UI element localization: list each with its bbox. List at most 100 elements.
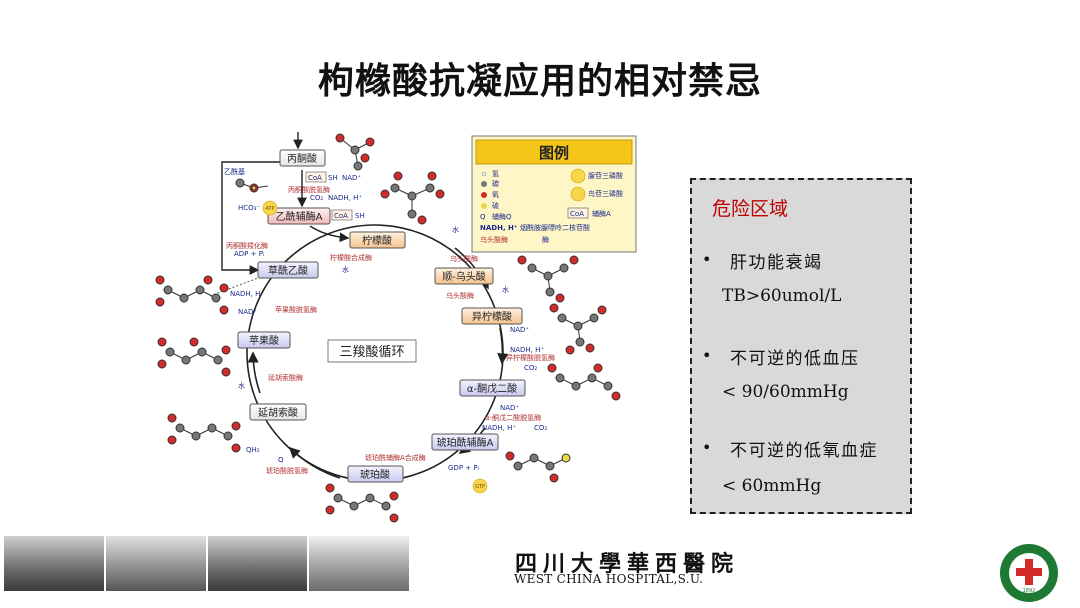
footer-photo-strip bbox=[4, 536, 409, 591]
node-succinyl-coa: 琥珀酰辅酶A bbox=[431, 433, 499, 451]
label-water-4: 水 bbox=[238, 381, 245, 390]
label-atp: ATP bbox=[265, 206, 274, 212]
label-pyruvate: 丙酮酸 bbox=[287, 152, 317, 165]
enzyme-fumarase: 延胡索酸酶 bbox=[268, 373, 303, 382]
node-alpha-kg: α-酮戊二酸 bbox=[459, 379, 526, 397]
legend-coa: 辅酶A bbox=[592, 209, 611, 218]
label-nad-3: NAD⁺ bbox=[500, 404, 519, 412]
bullet-1: • bbox=[702, 250, 712, 269]
label-citrate: 柠檬酸 bbox=[362, 234, 392, 247]
node-pyruvate: 丙酮酸 bbox=[279, 149, 326, 167]
danger-zone-title: 危险区域 bbox=[712, 198, 789, 220]
hospital-name-cn: 四川大學華西醫院 bbox=[515, 551, 740, 577]
label-nad-2: NAD⁺ bbox=[510, 326, 529, 334]
legend-h: 氢 bbox=[492, 169, 499, 178]
enzyme-aconitase-2: 乌头酸酶 bbox=[446, 291, 474, 300]
node-oxaloacetate: 草酰乙酸 bbox=[257, 261, 319, 279]
label-nad-1: NAD⁺ bbox=[342, 174, 361, 182]
label-acetyl-group: 乙酰基 bbox=[224, 167, 245, 176]
label-water-3: 水 bbox=[342, 265, 349, 274]
label-nadh-4: NADH, H⁺ bbox=[230, 290, 264, 298]
label-nadh-3: NADH, H⁺ bbox=[482, 424, 516, 432]
label-sh-2: SH bbox=[355, 212, 365, 220]
molecule-alpha-kg-icon bbox=[547, 363, 621, 401]
molecule-succinyl-coa-icon bbox=[505, 451, 571, 483]
enzyme-scs: 琥珀酰辅酶A合成酶 bbox=[365, 453, 426, 462]
enzyme-akgdh: α-酮戊二酸脱氢酶 bbox=[485, 413, 541, 422]
label-water-1: 水 bbox=[452, 225, 459, 234]
dotted-guide bbox=[209, 277, 259, 297]
hospital-logo-icon: 1892 bbox=[1000, 544, 1058, 602]
label-cycle-name: 三羧酸循环 bbox=[339, 344, 404, 360]
label-qh2: QH₂ bbox=[246, 446, 260, 454]
campus-photo-3 bbox=[207, 536, 308, 591]
cycle-arrow-4 bbox=[288, 446, 341, 479]
enzyme-idh: 异柠檬酸脱氢酶 bbox=[506, 353, 555, 362]
node-succinate: 琥珀酸 bbox=[347, 465, 404, 483]
cycle-arrow-5 bbox=[247, 351, 261, 394]
label-coa-1: CoA bbox=[308, 174, 322, 182]
legend-enzyme-example: 乌头酸酶 bbox=[480, 235, 508, 244]
label-succinyl-coa: 琥珀酰辅酶A bbox=[437, 436, 494, 449]
campus-photo-2 bbox=[105, 536, 206, 591]
campus-photo-1 bbox=[4, 536, 104, 591]
legend-title: 图例 bbox=[539, 144, 569, 162]
logo-year: 1892 bbox=[1023, 588, 1036, 594]
node-citrate: 柠檬酸 bbox=[349, 231, 406, 249]
pyruvate-carboxylase-path bbox=[221, 161, 290, 275]
legend-nadh-symbol: NADH, H⁺ bbox=[480, 224, 518, 232]
danger-item-hypotension-detail: < 90/60mmHg bbox=[722, 382, 849, 402]
cycle-arrow-1 bbox=[454, 247, 489, 290]
campus-photo-4 bbox=[309, 536, 409, 591]
label-nadh-2: NADH, H⁺ bbox=[510, 346, 544, 354]
atp-icon bbox=[262, 200, 278, 216]
label-co2-3: CO₂ bbox=[534, 424, 547, 432]
legend-c: 碳 bbox=[492, 179, 499, 188]
label-malate: 苹果酸 bbox=[249, 334, 279, 347]
label-adp-pi: ADP + Pᵢ bbox=[234, 250, 264, 258]
legend-nadh: 烟酰胺腺嘌呤二核苷酸 bbox=[520, 223, 590, 232]
molecule-malate-icon bbox=[157, 337, 231, 377]
label-nadh-1: NADH, H⁺ bbox=[328, 194, 362, 202]
molecule-succinate-icon bbox=[325, 483, 399, 523]
enzyme-pc: 丙酮酸羧化酶 bbox=[226, 241, 268, 250]
bullet-3: • bbox=[702, 438, 712, 457]
label-water-2: 水 bbox=[502, 285, 509, 294]
label-sh-1: SH bbox=[328, 174, 338, 182]
gtp-icon bbox=[472, 478, 488, 494]
label-alpha-kg: α-酮戊二酸 bbox=[467, 382, 517, 395]
label-isocitrate: 异柠檬酸 bbox=[472, 310, 512, 323]
label-gtp: GTP bbox=[475, 484, 485, 490]
molecule-isocitrate-icon bbox=[549, 303, 607, 355]
acetyl-to-citrate-arrow bbox=[309, 225, 350, 243]
enzyme-sdh: 琥珀酸脱氢酶 bbox=[266, 466, 308, 475]
legend-enzyme: 酶 bbox=[542, 235, 549, 244]
enzyme-citrate-synthase: 柠檬酸合成酶 bbox=[330, 253, 372, 262]
label-cis-aconitate: 顺-乌头酸 bbox=[442, 270, 486, 283]
molecule-acetyl-coa-icon bbox=[235, 178, 269, 193]
label-co2-1: CO₂ bbox=[310, 194, 323, 202]
label-co2-2: CO₂ bbox=[524, 364, 537, 372]
node-malate: 苹果酸 bbox=[237, 331, 291, 349]
node-isocitrate: 异柠檬酸 bbox=[461, 307, 523, 325]
cycle-arrow-2 bbox=[497, 327, 509, 365]
legend-q: 辅酶Q bbox=[492, 212, 512, 221]
danger-item-hypoxemia: 不可逆的低氧血症 bbox=[730, 441, 878, 461]
label-succinate: 琥珀酸 bbox=[360, 468, 390, 481]
hospital-name-en: WEST CHINA HOSPITAL,S.U. bbox=[514, 572, 704, 586]
node-acetyl-coa: 乙酰辅酶A bbox=[267, 207, 331, 225]
label-fumarate: 延胡索酸 bbox=[258, 406, 298, 419]
enzyme-aconitase-1: 乌头酸酶 bbox=[450, 254, 478, 263]
cycle-center-label: 三羧酸循环 bbox=[327, 339, 417, 363]
molecule-fumarate-icon bbox=[167, 413, 241, 453]
enzyme-mdh: 苹果酸脱氢酶 bbox=[275, 305, 317, 314]
label-hco3: HCO₃⁻ bbox=[238, 204, 260, 212]
molecule-citrate-icon bbox=[380, 171, 445, 225]
molecule-cis-aconitate-icon bbox=[517, 255, 579, 303]
slide-title: 枸橼酸抗凝应用的相对禁忌 bbox=[317, 61, 762, 102]
label-coa-2: CoA bbox=[334, 212, 348, 220]
label-acetyl-coa: 乙酰辅酶A bbox=[276, 210, 323, 223]
molecule-pyruvate-icon bbox=[335, 133, 375, 171]
danger-zone-box: 危险区域 • 肝功能衰竭 TB>60umol/L • 不可逆的低血压 < 90/… bbox=[690, 178, 912, 514]
danger-item-liver-failure-detail: TB>60umol/L bbox=[722, 286, 842, 306]
